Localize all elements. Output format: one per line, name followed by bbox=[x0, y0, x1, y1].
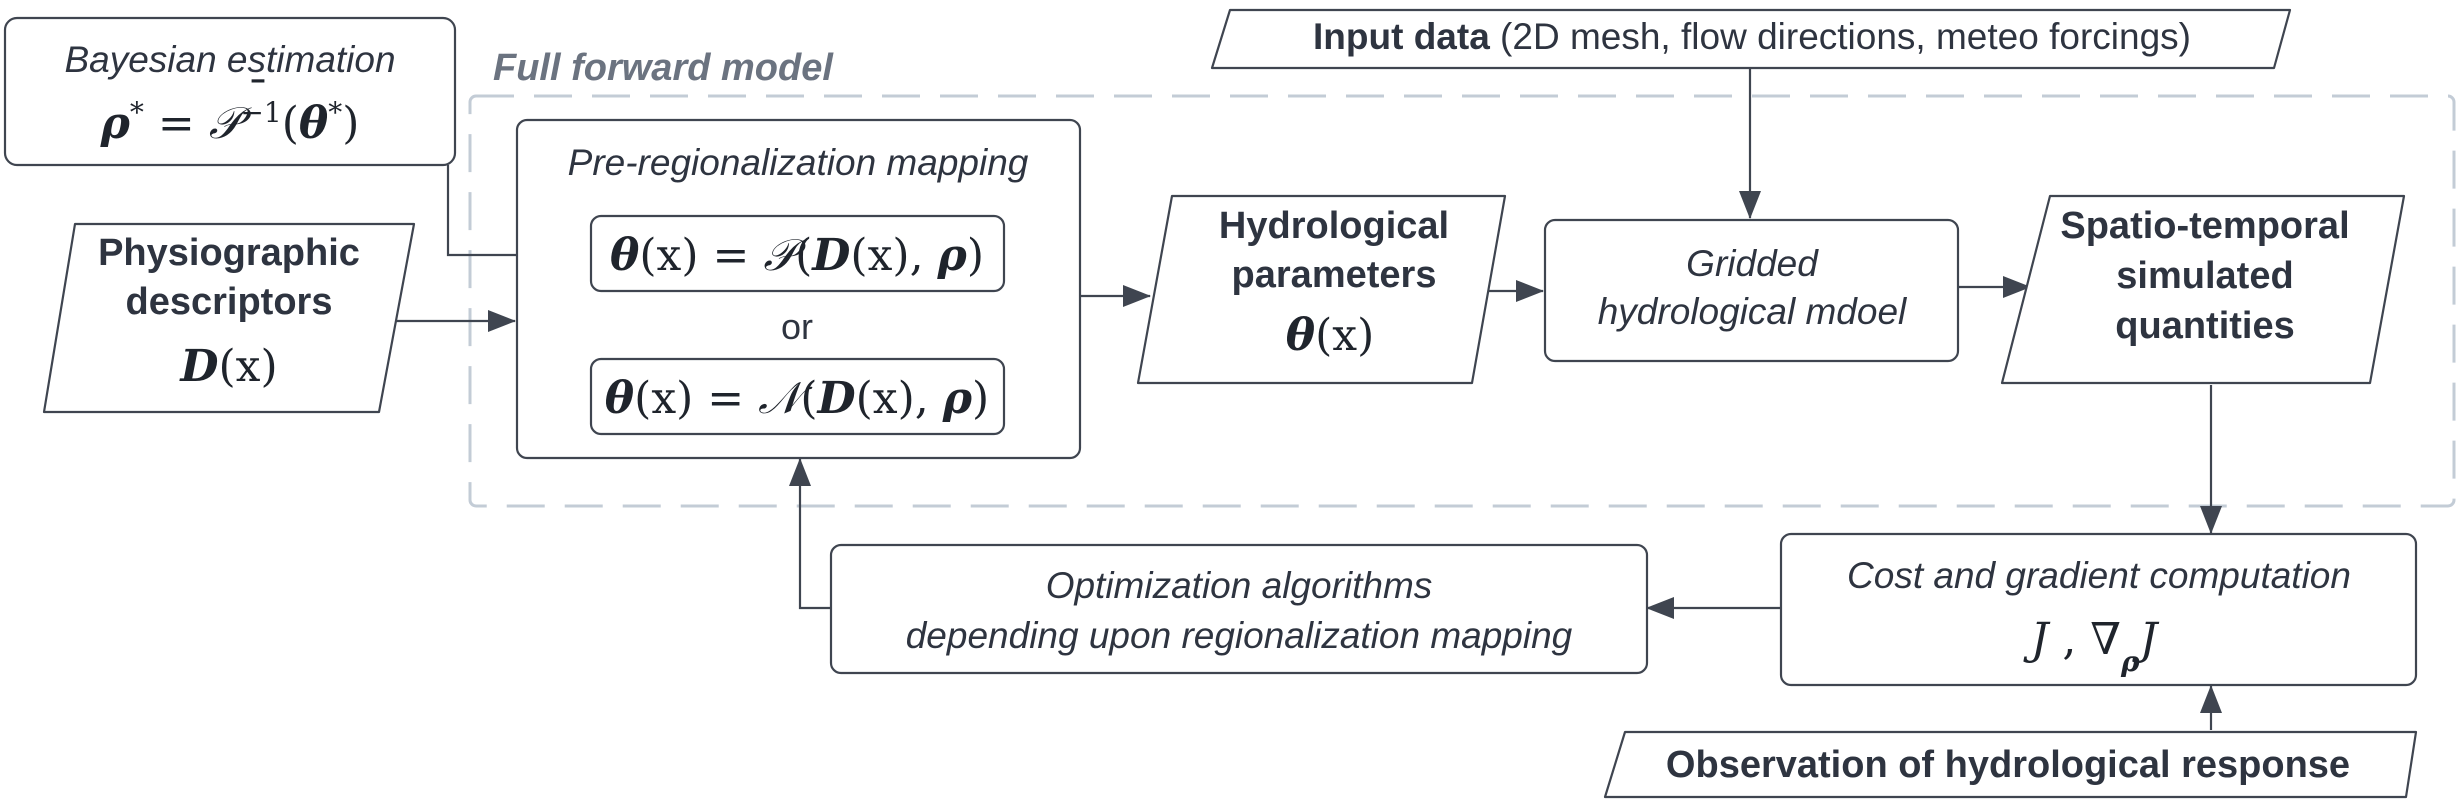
bayesian-equation: ρ* = 𝒫−1(θ*) bbox=[100, 96, 360, 150]
x-equals: (x) = bbox=[634, 373, 758, 424]
spatio-temporal-node: Spatio-temporal simulated quantities bbox=[2000, 194, 2406, 385]
optim-line2: depending upon regionalization mapping bbox=[906, 615, 1573, 656]
physio-line2: descriptors bbox=[126, 281, 333, 323]
theta-bar-accent: ¯ bbox=[247, 72, 269, 123]
physio-shape bbox=[42, 222, 416, 414]
inverse-superscript: −1 bbox=[240, 96, 281, 129]
cost-gradient-node: Cost and gradient computation J , ∇ρJ bbox=[1779, 532, 2418, 687]
physio-symbol: D(x) bbox=[178, 341, 277, 392]
hydrological-parameters-node: Hydrological parameters θ(x) bbox=[1136, 194, 1507, 385]
gridded-line1: Gridded bbox=[1686, 243, 1819, 284]
input-data-bold: Input data bbox=[1313, 16, 1490, 57]
input-data-text: Input data (2D mesh, flow directions, me… bbox=[1313, 16, 2191, 57]
optim-line1: Optimization algorithms bbox=[1046, 565, 1433, 606]
params-line1: Hydrological bbox=[1219, 205, 1449, 247]
left-paren: ( bbox=[282, 98, 299, 149]
params-line2: parameters bbox=[1232, 254, 1437, 296]
input-shape bbox=[1210, 8, 2292, 70]
star-superscript: * bbox=[130, 96, 144, 129]
rho-symbol: ρ bbox=[937, 230, 968, 281]
gridded-line2: hydrological mdoel bbox=[1598, 291, 1908, 332]
full-forward-model-frame: Full forward model bbox=[468, 47, 2456, 508]
observation-node: Observation of hydrological response bbox=[1603, 730, 2418, 799]
pre-regionalization-mapping-node: Pre-regionalization mapping θ(x) = 𝒫(D(x… bbox=[515, 118, 1082, 460]
cost-box bbox=[1779, 532, 2418, 687]
gridded-box bbox=[1543, 218, 1960, 363]
right-paren: ) bbox=[972, 373, 989, 424]
observation-label: Observation of hydrological response bbox=[1666, 744, 2350, 786]
input-data-node: Input data (2D mesh, flow directions, me… bbox=[1210, 8, 2292, 70]
mapping-equation-n: θ(x) = 𝒩(D(x), ρ) bbox=[605, 373, 989, 424]
theta-symbol: θ bbox=[610, 230, 640, 281]
star-superscript: * bbox=[328, 96, 342, 129]
observation-shape bbox=[1603, 730, 2418, 799]
bayesian-box bbox=[3, 16, 457, 167]
forward-model-dashed-border bbox=[468, 94, 2456, 508]
x-argument: (x), bbox=[856, 373, 943, 424]
edges bbox=[388, 68, 2222, 730]
spatio-shape bbox=[2000, 194, 2406, 385]
params-symbol: θ(x) bbox=[1286, 310, 1375, 361]
x-equals: (x) = bbox=[639, 230, 763, 281]
d-symbol: D bbox=[810, 230, 850, 281]
d-symbol: D bbox=[815, 373, 855, 424]
equals-sign: = bbox=[144, 98, 209, 149]
mapping-equation-n-box bbox=[589, 357, 1006, 436]
left-paren: ( bbox=[795, 230, 812, 281]
mapping-or-label: or bbox=[781, 306, 813, 347]
input-data-details: (2D mesh, flow directions, meteo forcing… bbox=[1490, 16, 2191, 57]
spatio-line2: simulated bbox=[2116, 255, 2293, 297]
rho-symbol: ρ bbox=[100, 98, 131, 149]
comma-separator: , bbox=[2048, 614, 2090, 665]
bayesian-estimation-node: Bayesian estimation ρ* = 𝒫−1(θ*) ¯ bbox=[3, 16, 457, 167]
optimization-node: Optimization algorithms depending upon r… bbox=[829, 543, 1649, 675]
nabla-symbol: ∇ bbox=[2090, 614, 2121, 665]
mapping-title: Pre-regionalization mapping bbox=[568, 142, 1029, 183]
mapping-equation-p-box bbox=[589, 214, 1006, 293]
x-argument: (x), bbox=[850, 230, 937, 281]
rho-symbol: ρ bbox=[942, 373, 973, 424]
cost-title: Cost and gradient computation bbox=[1847, 555, 2351, 596]
bayesian-title: Bayesian estimation bbox=[64, 39, 395, 80]
left-paren: ( bbox=[800, 373, 817, 424]
theta-symbol: θ bbox=[299, 98, 329, 149]
forward-model-label: Full forward model bbox=[493, 47, 834, 89]
physiographic-descriptors-node: Physiographic descriptors D(x) bbox=[42, 222, 416, 414]
mapping-equation-p: θ(x) = 𝒫(D(x), ρ) bbox=[610, 230, 984, 281]
theta-symbol: θ bbox=[605, 373, 635, 424]
optim-box bbox=[829, 543, 1649, 675]
theta-symbol: θ bbox=[1286, 310, 1316, 361]
params-shape bbox=[1136, 194, 1507, 385]
x-argument: (x) bbox=[219, 341, 278, 392]
spatio-line3: quantities bbox=[2115, 305, 2294, 347]
x-argument: (x) bbox=[1315, 310, 1374, 361]
d-symbol: D bbox=[178, 341, 218, 392]
right-paren: ) bbox=[967, 230, 984, 281]
rho-subscript: ρ bbox=[2120, 645, 2140, 678]
spatio-line1: Spatio-temporal bbox=[2060, 205, 2349, 247]
physio-line1: Physiographic bbox=[98, 232, 360, 274]
right-paren: ) bbox=[342, 98, 359, 149]
edge-optim-to-mapping bbox=[789, 458, 830, 610]
gridded-model-node: Gridded hydrological mdoel bbox=[1543, 218, 1960, 363]
